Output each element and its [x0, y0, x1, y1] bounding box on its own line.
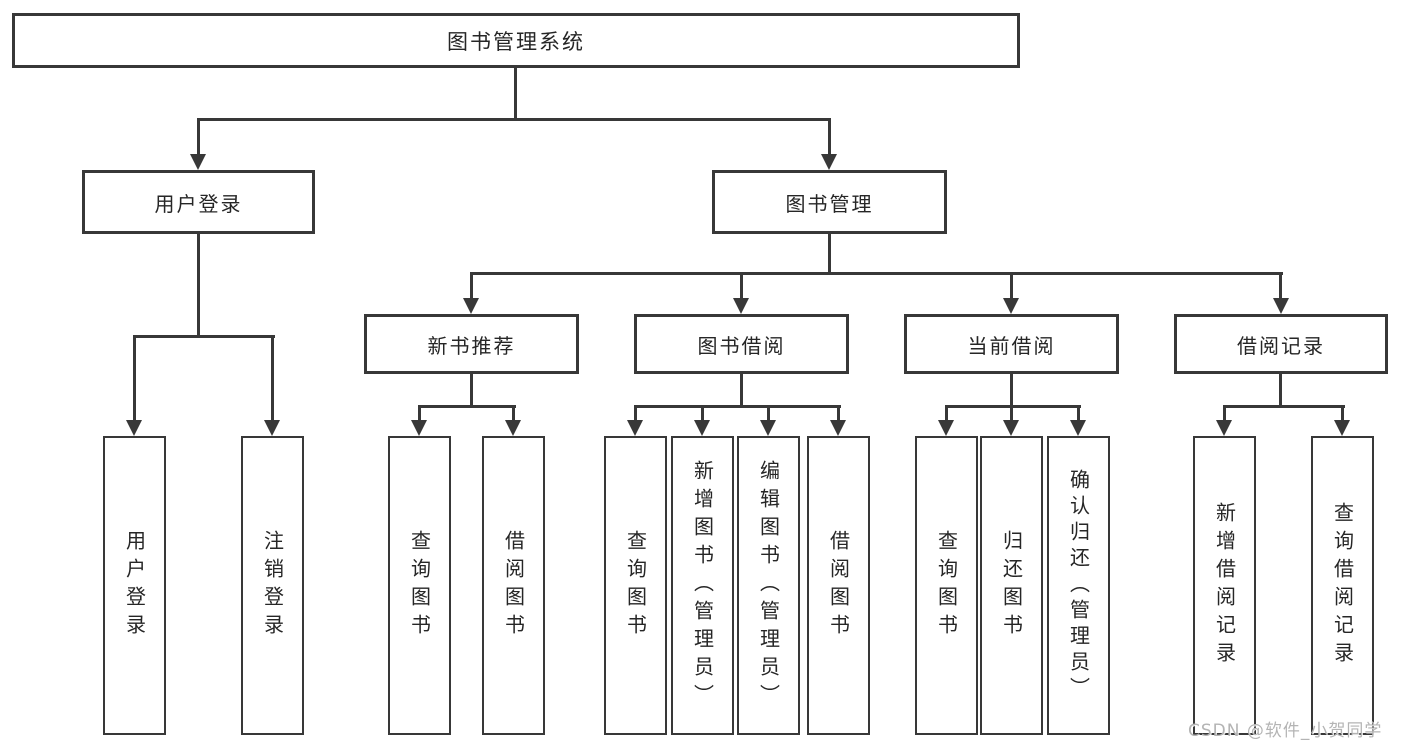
leaf-edit-book-admin: 编辑图书（管理员） — [737, 436, 800, 735]
arrow-down-icon — [1216, 420, 1232, 436]
arrow-down-icon — [821, 154, 837, 170]
arrow-down-icon — [760, 420, 776, 436]
leaf-label: 查询图书 — [934, 529, 959, 642]
leaf-return-books: 归还图书 — [980, 436, 1043, 735]
leaf-borrow-books-2: 借阅图书 — [807, 436, 870, 735]
connector-stub-book-borrowing — [740, 272, 743, 300]
connector-book-management-vertical — [828, 234, 831, 275]
connector-book-borrowing-horizontal — [634, 405, 841, 408]
connector-stub-borrowing-records — [1279, 272, 1282, 300]
leaf-query-books-1: 查询图书 — [388, 436, 451, 735]
connector-user-login-horizontal — [133, 335, 275, 338]
arrow-down-icon — [463, 298, 479, 314]
leaf-query-books-3: 查询图书 — [915, 436, 978, 735]
arrow-down-icon — [264, 420, 280, 436]
connector-borrowing-records-vertical — [1279, 374, 1282, 408]
connector-new-book-rec-horizontal — [418, 405, 516, 408]
node-label: 图书借阅 — [697, 333, 786, 358]
connector-root-vertical — [514, 68, 517, 118]
connector-stub-book-management — [828, 118, 831, 156]
arrow-down-icon — [627, 420, 643, 436]
connector-stub-leaf-edit-book — [767, 405, 770, 422]
connector-stub-leaf-query-books-2 — [634, 405, 637, 422]
leaf-label: 新增借阅记录 — [1212, 501, 1237, 670]
node-label: 当前借阅 — [967, 333, 1056, 358]
arrow-down-icon — [126, 420, 142, 436]
node-label: 图书管理系统 — [447, 29, 585, 54]
connector-stub-leaf-borrow-books-2 — [837, 405, 840, 422]
connector-book-borrowing-vertical — [740, 374, 743, 408]
connector-stub-leaf-user-login — [133, 335, 136, 422]
connector-stub-leaf-add-borrow-record — [1223, 405, 1226, 422]
leaf-label: 确认归还（管理员） — [1066, 468, 1091, 703]
arrow-down-icon — [1273, 298, 1289, 314]
leaf-label: 用户登录 — [122, 529, 147, 642]
connector-stub-leaf-query-borrow-record — [1341, 405, 1344, 422]
leaf-label: 归还图书 — [999, 529, 1024, 642]
node-label: 图书管理 — [785, 191, 874, 216]
arrow-down-icon — [694, 420, 710, 436]
connector-stub-leaf-borrow-books-1 — [512, 405, 515, 422]
leaf-label: 查询借阅记录 — [1330, 501, 1355, 670]
leaf-logout: 注销登录 — [241, 436, 304, 735]
node-library-management-system: 图书管理系统 — [12, 13, 1020, 68]
leaf-label: 编辑图书（管理员） — [756, 459, 781, 712]
leaf-label: 查询图书 — [407, 529, 432, 642]
connector-stub-user-login — [197, 118, 200, 156]
arrow-down-icon — [938, 420, 954, 436]
leaf-borrow-books-1: 借阅图书 — [482, 436, 545, 735]
leaf-label: 借阅图书 — [501, 529, 526, 642]
arrow-down-icon — [411, 420, 427, 436]
arrow-down-icon — [1003, 420, 1019, 436]
node-new-book-recommendation: 新书推荐 — [364, 314, 579, 374]
connector-borrowing-records-horizontal — [1223, 405, 1345, 408]
arrow-down-icon — [190, 154, 206, 170]
node-book-borrowing: 图书借阅 — [634, 314, 849, 374]
leaf-label: 查询图书 — [623, 529, 648, 642]
connector-current-borrowing-vertical — [1010, 374, 1013, 408]
node-label: 新书推荐 — [427, 333, 516, 358]
leaf-confirm-return-admin: 确认归还（管理员） — [1047, 436, 1110, 735]
connector-stub-leaf-logout — [271, 335, 274, 422]
leaf-label: 新增图书（管理员） — [690, 459, 715, 712]
leaf-query-books-2: 查询图书 — [604, 436, 667, 735]
connector-current-borrowing-horizontal — [945, 405, 1081, 408]
leaf-query-borrow-record: 查询借阅记录 — [1311, 436, 1374, 735]
connector-stub-leaf-confirm-return — [1077, 405, 1080, 422]
connector-user-login-vertical — [197, 234, 200, 338]
arrow-down-icon — [830, 420, 846, 436]
node-user-login: 用户登录 — [82, 170, 315, 234]
watermark: CSDN @软件_小贺同学 — [1188, 721, 1383, 741]
connector-stub-leaf-query-books-1 — [418, 405, 421, 422]
node-book-management: 图书管理 — [712, 170, 947, 234]
arrow-down-icon — [505, 420, 521, 436]
arrow-down-icon — [1070, 420, 1086, 436]
arrow-down-icon — [733, 298, 749, 314]
connector-stub-leaf-add-book — [701, 405, 704, 422]
node-label: 用户登录 — [154, 191, 243, 216]
leaf-add-book-admin: 新增图书（管理员） — [671, 436, 734, 735]
leaf-user-login: 用户登录 — [103, 436, 166, 735]
connector-root-horizontal — [197, 118, 831, 121]
leaf-label: 借阅图书 — [826, 529, 851, 642]
connector-stub-current-borrowing — [1010, 272, 1013, 300]
arrow-down-icon — [1003, 298, 1019, 314]
arrow-down-icon — [1334, 420, 1350, 436]
node-borrowing-records: 借阅记录 — [1174, 314, 1388, 374]
connector-stub-leaf-query-books-3 — [945, 405, 948, 422]
connector-stub-new-book-rec — [470, 272, 473, 300]
node-label: 借阅记录 — [1237, 333, 1325, 358]
leaf-label: 注销登录 — [260, 529, 285, 642]
connector-new-book-rec-vertical — [470, 374, 473, 408]
connector-stub-leaf-return-books — [1010, 405, 1013, 422]
leaf-add-borrow-record: 新增借阅记录 — [1193, 436, 1256, 735]
connector-level3-horizontal — [470, 272, 1283, 275]
node-current-borrowing: 当前借阅 — [904, 314, 1119, 374]
